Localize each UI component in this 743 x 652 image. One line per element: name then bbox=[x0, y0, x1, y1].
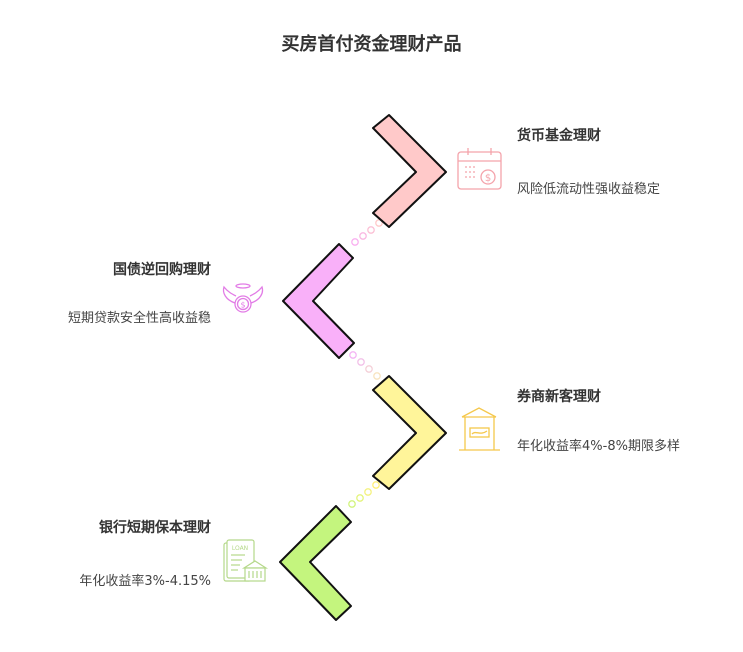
item-1-heading: 货币基金理财 bbox=[517, 128, 601, 144]
chevron-1 bbox=[372, 114, 447, 228]
chevron-4 bbox=[279, 505, 352, 621]
svg-text:LOAN: LOAN bbox=[232, 545, 248, 552]
svg-text:$: $ bbox=[485, 173, 491, 184]
connector-dots-1 bbox=[351, 219, 383, 246]
item-4-heading: 银行短期保本理财 bbox=[99, 520, 211, 536]
item-2-description: 短期贷款安全性高收益稳 bbox=[67, 311, 211, 326]
storefront-icon bbox=[459, 407, 500, 451]
item-3-description: 年化收益率4%-8%期限多样 bbox=[517, 439, 680, 454]
item-4-description: 年化收益率3%-4.15% bbox=[79, 574, 211, 589]
loan-bank-icon: LOAN bbox=[223, 539, 269, 582]
svg-text:$: $ bbox=[240, 301, 245, 310]
item-3-heading: 券商新客理财 bbox=[517, 389, 601, 405]
chevron-2 bbox=[282, 243, 355, 359]
chevron-3 bbox=[372, 375, 447, 490]
page-title: 买房首付资金理财产品 bbox=[281, 34, 462, 55]
item-2-heading: 国债逆回购理财 bbox=[113, 262, 211, 278]
item-1-description: 风险低流动性强收益稳定 bbox=[517, 182, 661, 197]
connector-dots-2 bbox=[349, 351, 381, 380]
connector-dots-3 bbox=[348, 481, 380, 508]
calendar-dollar-icon: $ bbox=[457, 148, 502, 190]
winged-coin-icon: $ bbox=[222, 283, 264, 313]
